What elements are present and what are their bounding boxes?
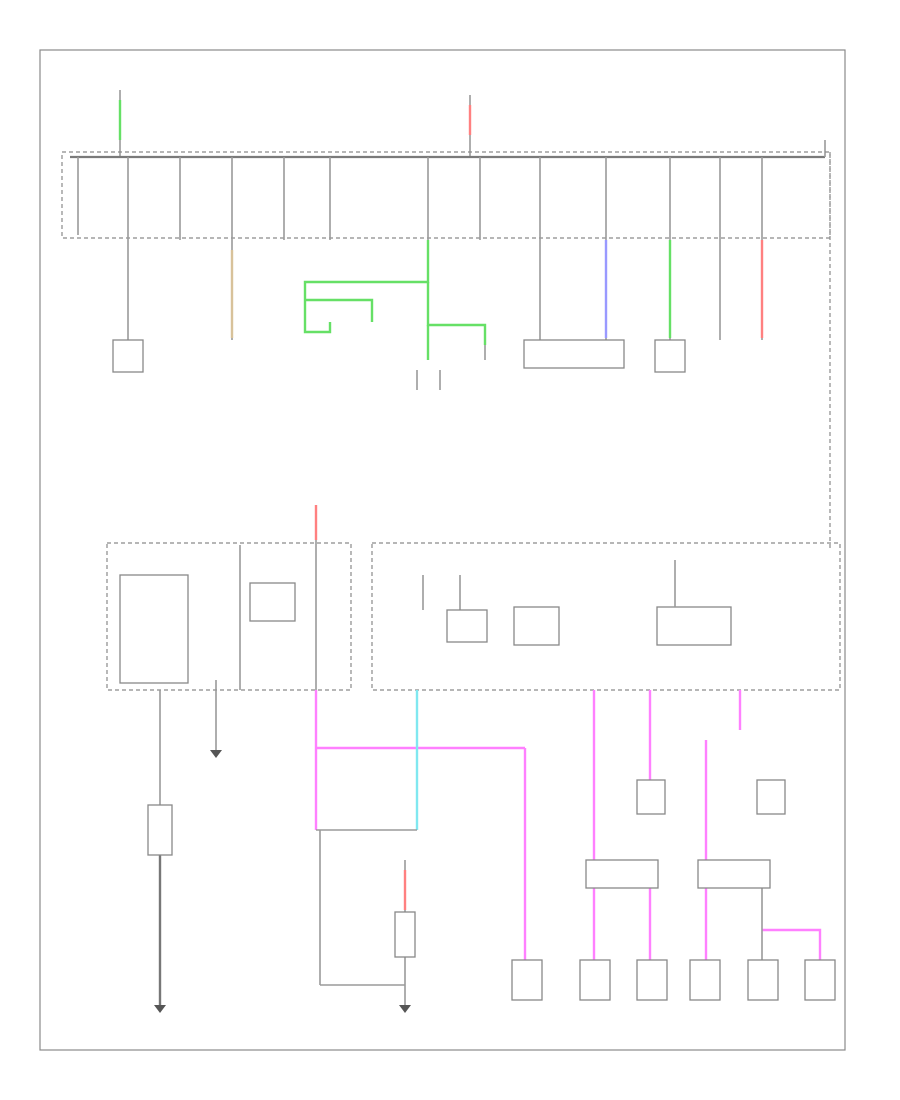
relay-box (119, 574, 189, 684)
lower-left-wires (147, 680, 222, 1013)
colored-wires-upper (230, 240, 764, 360)
main-power-feed (70, 90, 826, 159)
power-distribution-box (106, 542, 352, 691)
fuse-row (77, 157, 763, 340)
fuse-box-outline (61, 151, 831, 239)
junction-block (371, 542, 841, 691)
lower-middle-wires (314, 690, 527, 1013)
diagram-frame (39, 49, 846, 1051)
upper-components (112, 339, 686, 390)
lower-right-wires (511, 690, 836, 1001)
